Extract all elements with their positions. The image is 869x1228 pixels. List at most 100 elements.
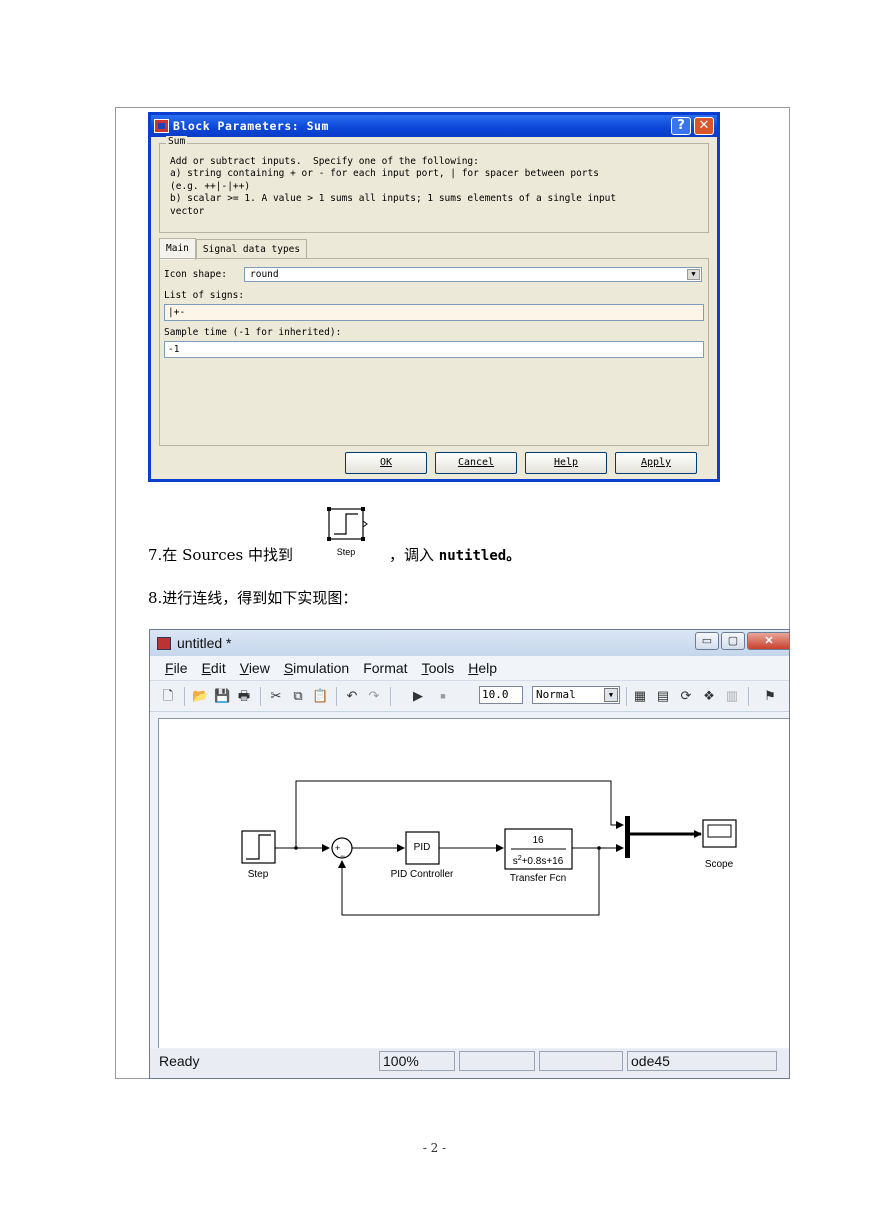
window-title-bar[interactable]: untitled * ▭ ▢ ✕ (150, 630, 789, 656)
menu-bar: File Edit View Simulation Format Tools H… (150, 656, 789, 680)
chevron-down-icon[interactable]: ▼ (604, 688, 618, 702)
maximize-icon[interactable]: ▢ (721, 632, 745, 650)
simulation-mode-value: Normal (536, 688, 576, 701)
toolbar-separator (748, 687, 749, 706)
status-state: Ready (159, 1053, 200, 1069)
library-browser-icon[interactable]: ❖ (703, 688, 715, 703)
window-close-icon[interactable]: ✕ (747, 632, 789, 650)
list-of-signs-input[interactable]: |+- (164, 304, 704, 321)
simulink-block-icon (154, 119, 169, 133)
status-bar: Ready 100% ode45 (150, 1049, 789, 1078)
simulation-mode-select[interactable]: Normal ▼ (532, 686, 620, 704)
dialog-title: Block Parameters: Sum (173, 119, 329, 133)
minimize-icon[interactable]: ▭ (695, 632, 719, 650)
model-explorer-icon[interactable]: ▥ (725, 688, 739, 703)
debugger-icon[interactable]: ⚑ (764, 688, 776, 703)
sum-plus-sign: + (335, 843, 340, 853)
inline-step-block: Step (327, 507, 368, 557)
status-zoom: 100% (379, 1051, 455, 1071)
status-solver: ode45 (627, 1051, 777, 1071)
pid-controller-block[interactable] (405, 831, 440, 865)
help-button[interactable]: Help (525, 452, 607, 474)
stop-time-input[interactable]: 10.0 (479, 686, 523, 704)
cut-icon[interactable]: ✂ (270, 688, 282, 703)
tf-denominator: s2+0.8s+16 (513, 855, 564, 867)
paste-icon[interactable]: 📋 (312, 688, 329, 703)
toolbar: 🗋 📂 💾 🖶 ✂ ⧉ 📋 ↶ ↷ ▶ ■ 10.0 Normal ▼ ▦ ▤ … (150, 680, 789, 712)
step7-suffix-text: ，调入 nutitled。 (389, 544, 520, 565)
step7-suffix: ，调入 (389, 546, 439, 564)
ok-button[interactable]: OK (345, 452, 427, 474)
build-icon[interactable]: ▦ (633, 688, 647, 703)
toolbar-separator (260, 687, 261, 706)
toolbar-separator (184, 687, 185, 706)
menu-help[interactable]: Help (468, 660, 498, 676)
description-group: Sum Add or subtract inputs. Specify one … (159, 136, 709, 233)
start-simulation-icon[interactable]: ▶ (413, 688, 423, 703)
block-diagram: Step + − PID PID Controller 16 s2+0.8s+1… (241, 780, 737, 916)
save-icon[interactable]: 💾 (214, 688, 231, 703)
menu-view[interactable]: View (239, 660, 270, 676)
open-folder-icon[interactable]: 📂 (192, 688, 209, 703)
simulink-model-icon (157, 636, 171, 650)
page-number: - 2 - (422, 1141, 447, 1155)
menu-tools[interactable]: Tools (421, 660, 455, 676)
step-block[interactable] (241, 830, 276, 864)
icon-shape-label: Icon shape: (164, 269, 227, 280)
redo-icon[interactable]: ↷ (368, 688, 380, 703)
main-tab-panel: Icon shape: round ▼ List of signs: |+- S… (159, 258, 709, 446)
pid-controller-label: PID Controller (391, 869, 454, 880)
transfer-fcn-label: Transfer Fcn (510, 873, 566, 884)
print-icon[interactable]: 🖶 (237, 688, 251, 703)
block-parameters-dialog: Block Parameters: Sum ? ✕ Sum Add or sub… (148, 112, 720, 482)
tab-signal-data-types[interactable]: Signal data types (195, 239, 308, 259)
mux-block[interactable] (625, 816, 630, 858)
stop-simulation-icon[interactable]: ■ (440, 691, 446, 701)
dialog-buttons: OK Cancel Help Apply (345, 452, 697, 474)
sample-time-input[interactable]: -1 (164, 341, 704, 358)
toolbar-separator (336, 687, 337, 706)
status-empty-2 (539, 1051, 623, 1071)
group-label: Sum (166, 136, 188, 147)
menu-edit[interactable]: Edit (201, 660, 226, 676)
step8-text: 8.进行连线，得到如下实现图： (148, 589, 358, 607)
simulink-window: untitled * ▭ ▢ ✕ File Edit View Simulati… (149, 629, 790, 1079)
window-title: untitled * (177, 635, 232, 651)
icon-shape-select[interactable]: round ▼ (244, 267, 702, 282)
update-diagram-icon[interactable]: ▤ (656, 688, 670, 703)
cancel-button[interactable]: Cancel (435, 452, 517, 474)
status-empty-1 (459, 1051, 535, 1071)
help-question-icon[interactable]: ? (671, 117, 691, 135)
list-of-signs-label: List of signs: (164, 290, 245, 301)
signal-lines (275, 780, 702, 916)
toolbar-separator (390, 687, 391, 706)
parameter-tabs: Main Signal data types (159, 238, 308, 260)
dialog-title-bar[interactable]: Block Parameters: Sum ? ✕ (151, 115, 717, 137)
toolbar-separator (626, 687, 627, 706)
copy-icon[interactable]: ⧉ (293, 688, 303, 703)
new-model-icon[interactable]: 🗋 (162, 688, 174, 703)
sample-time-label: Sample time (-1 for inherited): (164, 327, 342, 338)
step7-text: 7.在 Sources 中找到 (148, 544, 293, 565)
icon-shape-value: round (250, 269, 279, 280)
menu-file[interactable]: File (165, 660, 188, 676)
chevron-down-icon[interactable]: ▼ (687, 269, 700, 280)
scope-label: Scope (705, 859, 734, 870)
transfer-fcn-block[interactable] (504, 828, 573, 870)
close-icon[interactable]: ✕ (694, 117, 714, 135)
tf-numerator: 16 (532, 835, 544, 846)
refresh-icon[interactable]: ⟳ (680, 688, 692, 703)
menu-simulation[interactable]: Simulation (283, 660, 350, 676)
model-canvas[interactable]: Step + − PID PID Controller 16 s2+0.8s+1… (158, 718, 789, 1048)
menu-format[interactable]: Format (363, 660, 408, 676)
undo-icon[interactable]: ↶ (346, 688, 358, 703)
step7-target: nutitled。 (438, 548, 521, 564)
block-description: Add or subtract inputs. Specify one of t… (170, 156, 617, 217)
step-label: Step (248, 869, 269, 880)
sum-minus-sign: − (340, 851, 345, 861)
apply-button[interactable]: Apply (615, 452, 697, 474)
step7-prefix: 7.在 Sources 中找到 (148, 546, 293, 564)
pid-block-text: PID (414, 842, 431, 853)
tab-main[interactable]: Main (159, 238, 196, 260)
scope-block[interactable] (702, 819, 737, 848)
